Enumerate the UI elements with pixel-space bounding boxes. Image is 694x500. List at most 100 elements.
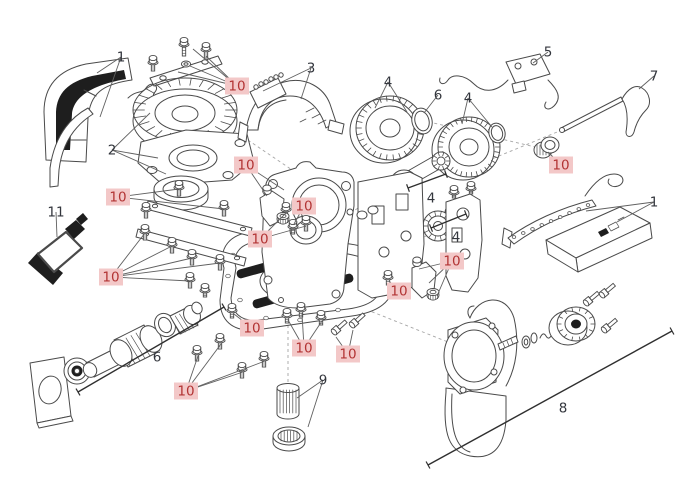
fastener-screws xyxy=(139,36,619,379)
callout-8-27: 8 xyxy=(559,401,568,417)
hex-screw xyxy=(236,361,248,379)
callout-4-4: 4 xyxy=(384,75,393,91)
callout-6-5: 6 xyxy=(434,88,443,104)
callout-7-8: 7 xyxy=(650,69,659,85)
knurled-nut xyxy=(426,288,440,301)
callout-9-26: 9 xyxy=(319,373,328,389)
leader-line xyxy=(585,201,655,212)
splined-bushing xyxy=(272,383,306,452)
callout-3-3: 3 xyxy=(307,61,316,77)
hex-screw xyxy=(139,223,151,241)
hex-screw xyxy=(214,253,226,271)
leader-line xyxy=(374,81,389,109)
highlighted-callout-10-22: 10 xyxy=(295,341,312,357)
leader-line xyxy=(110,257,193,278)
hex-screw xyxy=(173,179,185,197)
callout-5-7: 5 xyxy=(544,45,553,61)
span-line xyxy=(407,173,447,189)
hex-screw xyxy=(191,344,203,362)
hex-screw xyxy=(147,54,159,72)
hex-screw xyxy=(166,236,178,254)
callout-highlight-box xyxy=(99,268,123,286)
hex-screw xyxy=(199,282,211,298)
callout-4-18: 4 xyxy=(452,230,461,246)
terminal-cover xyxy=(237,72,345,143)
gearbox-housing xyxy=(261,161,483,309)
span-line xyxy=(427,330,673,466)
highlighted-callout-10-24: 10 xyxy=(177,384,194,400)
snap-ring-small xyxy=(488,122,506,144)
span-tick xyxy=(428,224,434,232)
callout-1-0: 1 xyxy=(117,50,126,66)
hex-screw xyxy=(300,214,312,232)
grease-tube xyxy=(28,213,88,285)
hex-screw xyxy=(448,184,460,199)
span-tick xyxy=(444,170,448,178)
socket-screw xyxy=(600,317,619,334)
cap-nut xyxy=(412,256,422,267)
highlighted-callout-10-9: 10 xyxy=(552,158,569,174)
rail-segment-right xyxy=(501,173,653,273)
span-tick xyxy=(669,327,675,335)
callout-highlight-box xyxy=(225,77,249,95)
hex-screw xyxy=(258,350,270,368)
highlighted-callout-10-15: 10 xyxy=(251,232,268,248)
cap-nut xyxy=(262,184,272,195)
span-tick xyxy=(425,461,431,469)
callout-1-10: 1 xyxy=(650,195,659,211)
hex-screw xyxy=(465,180,477,195)
leader-line xyxy=(387,81,408,113)
release-rod xyxy=(559,85,650,137)
leader-line xyxy=(99,56,122,118)
output-shaft-assembly xyxy=(29,301,203,429)
hex-screw xyxy=(226,302,238,319)
switch-bracket xyxy=(439,53,559,110)
span-tick xyxy=(406,184,410,192)
hex-screw xyxy=(281,307,293,324)
callout-highlight-box xyxy=(336,345,360,363)
leader-line xyxy=(110,276,191,282)
span-tick xyxy=(75,388,81,396)
rail-segment-left xyxy=(43,57,133,188)
knurled-nut xyxy=(276,212,290,225)
leader-line xyxy=(296,379,324,399)
hex-screw xyxy=(184,271,196,289)
hex-screw xyxy=(140,201,152,219)
callout-4-17: 4 xyxy=(427,191,436,207)
highlighted-callout-10-20: 10 xyxy=(390,284,407,300)
span-tick xyxy=(221,303,227,311)
motor-assembly xyxy=(443,299,596,458)
hex-screw xyxy=(178,36,190,57)
span-line xyxy=(77,306,225,393)
hex-screw xyxy=(315,309,327,326)
snap-ring xyxy=(411,107,433,135)
socket-screw xyxy=(598,282,617,299)
callout-11-11: 11 xyxy=(47,205,64,221)
leader-line xyxy=(117,196,225,210)
hex-screw xyxy=(186,248,198,266)
callout-highlight-box xyxy=(292,339,316,357)
leader-line xyxy=(300,67,312,100)
span-tick xyxy=(463,210,469,218)
leader-line xyxy=(185,360,266,392)
callout-6-25: 6 xyxy=(153,350,162,366)
leader-line xyxy=(96,56,122,74)
hex-screw xyxy=(295,301,307,318)
callout-highlight-box xyxy=(248,230,272,248)
socket-screw xyxy=(348,312,366,329)
hex-screw xyxy=(200,41,212,59)
leader-line xyxy=(467,97,493,128)
knurled-adjuster-nut xyxy=(533,136,560,159)
callout-highlight-box xyxy=(440,252,464,270)
leader-line xyxy=(110,262,221,278)
leader-line xyxy=(111,149,159,159)
highlighted-callout-10-23: 10 xyxy=(339,347,356,363)
highlighted-callout-10-13: 10 xyxy=(109,190,126,206)
callout-2-1: 2 xyxy=(108,143,117,159)
callout-highlight-box xyxy=(240,319,264,337)
leader-line xyxy=(616,201,655,223)
gear-large xyxy=(349,95,425,164)
